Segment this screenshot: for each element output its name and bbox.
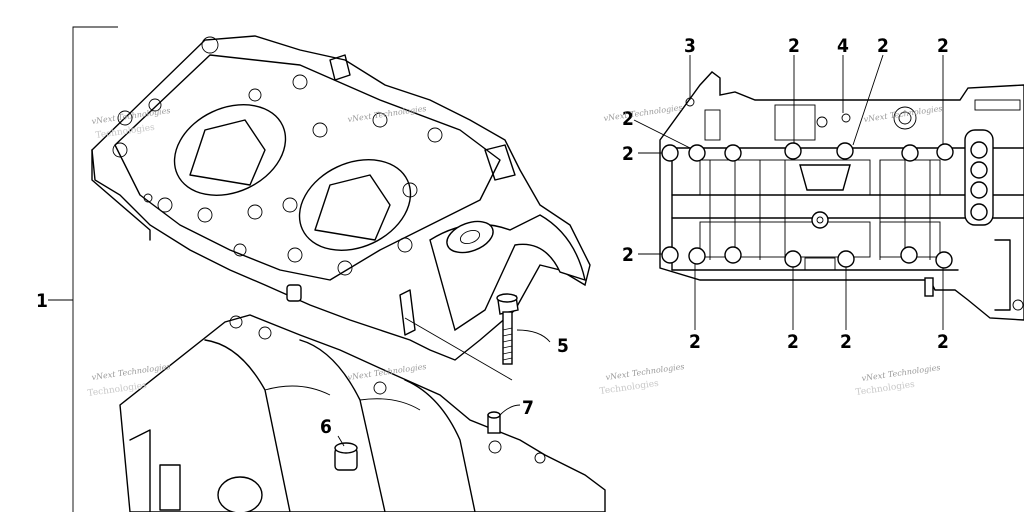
dowel-bosses	[661, 142, 954, 269]
lower-crankcase	[119, 314, 606, 512]
top-view-crankcase	[659, 71, 1024, 321]
bushing-part	[334, 435, 358, 471]
callout-6: 6	[320, 416, 332, 438]
leader-lines	[633, 54, 944, 330]
watermark: vNext Technologies	[605, 362, 685, 382]
upper-crankcase	[91, 35, 591, 361]
callout-7: 7	[522, 397, 534, 419]
callout-2-top-a: 2	[788, 35, 800, 57]
callout-2-left-a: 2	[622, 108, 634, 130]
sleeve-part	[487, 404, 521, 434]
callout-2-bottom-a: 2	[689, 331, 701, 353]
callout-2-left-c: 2	[622, 244, 634, 266]
callout-2-top-b: 2	[877, 35, 889, 57]
callout-4: 4	[837, 35, 849, 57]
callout-5: 5	[557, 335, 569, 357]
callout-2-bottom-b: 2	[787, 331, 799, 353]
callout-2-left-b: 2	[622, 143, 634, 165]
assembly-bracket	[48, 26, 118, 512]
callout-2-bottom-d: 2	[937, 331, 949, 353]
watermark: vNext Technologies	[603, 103, 683, 123]
watermark: vNext Technologies	[861, 363, 941, 383]
callout-3: 3	[684, 35, 696, 57]
callout-2-top-c: 2	[937, 35, 949, 57]
callout-2-bottom-c: 2	[840, 331, 852, 353]
bolt-part	[404, 293, 551, 381]
callout-1: 1	[36, 290, 48, 312]
